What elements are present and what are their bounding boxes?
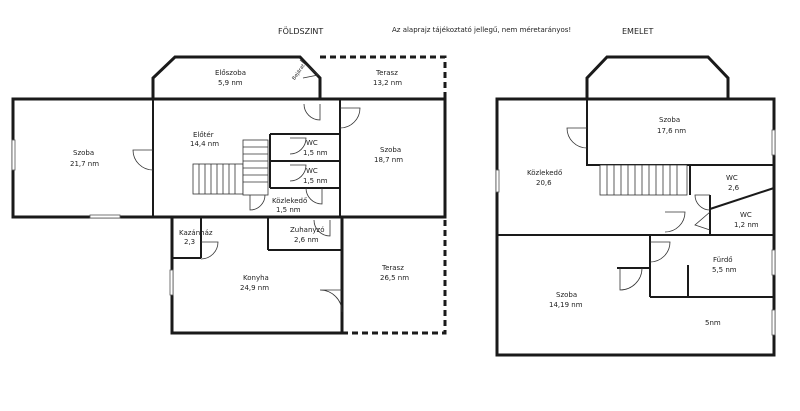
door-swing (694, 194, 711, 211)
room-area-label: 14,4 nm (190, 140, 219, 148)
door-swing (289, 164, 307, 182)
room-name-label: Fürdő (713, 255, 733, 264)
room-name-label: Szoba (659, 116, 680, 124)
terrace-bottom-dashed (342, 217, 447, 335)
room-area-label: 14,19 nm (549, 301, 583, 309)
room-area-label: 2,6 (728, 184, 740, 192)
door-swing (289, 137, 307, 155)
room-name-label: Szoba (556, 291, 577, 299)
ground-floor: Előszoba 5,9 nm Terasz 13,2 nm Szoba 21,… (11, 55, 447, 335)
room-name-label: Előszoba (215, 68, 246, 77)
room-area-label: 13,2 nm (373, 79, 402, 87)
entrance-door (299, 59, 319, 79)
room-name-label: WC (740, 211, 752, 219)
room-area-label: 17,6 nm (657, 127, 686, 135)
door-swing (649, 241, 671, 263)
room-name-label: Terasz (381, 264, 404, 272)
room-area-label: 2,6 nm (294, 236, 319, 244)
room-area-label: 24,9 nm (240, 284, 269, 292)
upper-floor-title: EMELET (622, 27, 654, 36)
door-swing (339, 107, 361, 129)
room-name-label: Zuhanyzó (290, 226, 325, 234)
door-swing (619, 267, 643, 291)
door-swing (200, 241, 219, 260)
room-name-label: Szoba (73, 149, 94, 157)
door-swing (566, 127, 588, 149)
terrace-top-dashed (320, 55, 447, 99)
upper-outer-wall (495, 97, 776, 357)
room-area-label: 21,7 nm (70, 160, 99, 168)
room-name-label: Kazánház (179, 229, 213, 237)
room-area-label: 1,5 nm (303, 149, 328, 157)
room-area-label: 1,5 nm (303, 177, 328, 185)
room-name-label: Terasz (375, 69, 398, 77)
door-swing (694, 211, 711, 231)
door-swing (132, 149, 154, 171)
ground-staircase (192, 139, 269, 196)
room-name-label: Konyha (243, 274, 269, 282)
room-name-label: Közlekedő (527, 168, 562, 177)
ground-floor-title: FÖLDSZINT (278, 26, 323, 36)
door-swing (319, 289, 343, 313)
door-swing (249, 194, 266, 211)
room-area-label: 18,7 nm (374, 156, 403, 164)
disclaimer-note: Az alaprajz tájékoztató jellegű, nem mér… (392, 25, 571, 34)
entrance-bay-wall (151, 55, 322, 101)
room-name-label: Szoba (380, 146, 401, 154)
room-name-label: Bejárat (290, 63, 306, 82)
room-name-label: Előtér (193, 130, 214, 139)
room-area-label: 5,9 nm (218, 79, 243, 87)
room-area-label: 2,3 (184, 238, 195, 246)
upper-floor: Szoba 17,6 nm Közlekedő 20,6 WC 2,6 WC 1… (495, 55, 776, 357)
room-name-label: WC (726, 174, 738, 182)
door-swing (313, 219, 331, 237)
room-name-label: WC (306, 167, 318, 175)
room-area-label: 5,5 nm (712, 266, 737, 274)
room-area-label: 26,5 nm (380, 274, 409, 282)
room-area-label: 1,5 nm (276, 206, 301, 214)
door-swing (303, 103, 321, 121)
door-swing (664, 211, 686, 233)
room-area-label: 5nm (705, 319, 721, 327)
upper-staircase (599, 164, 688, 196)
room-name-label: WC (306, 139, 318, 147)
room-area-label: 1,2 nm (734, 221, 759, 229)
upper-bay-wall (585, 55, 730, 101)
door-swing (305, 187, 323, 205)
room-name-label: Közlekedő (272, 196, 307, 205)
room-area-label: 20,6 (536, 179, 552, 187)
